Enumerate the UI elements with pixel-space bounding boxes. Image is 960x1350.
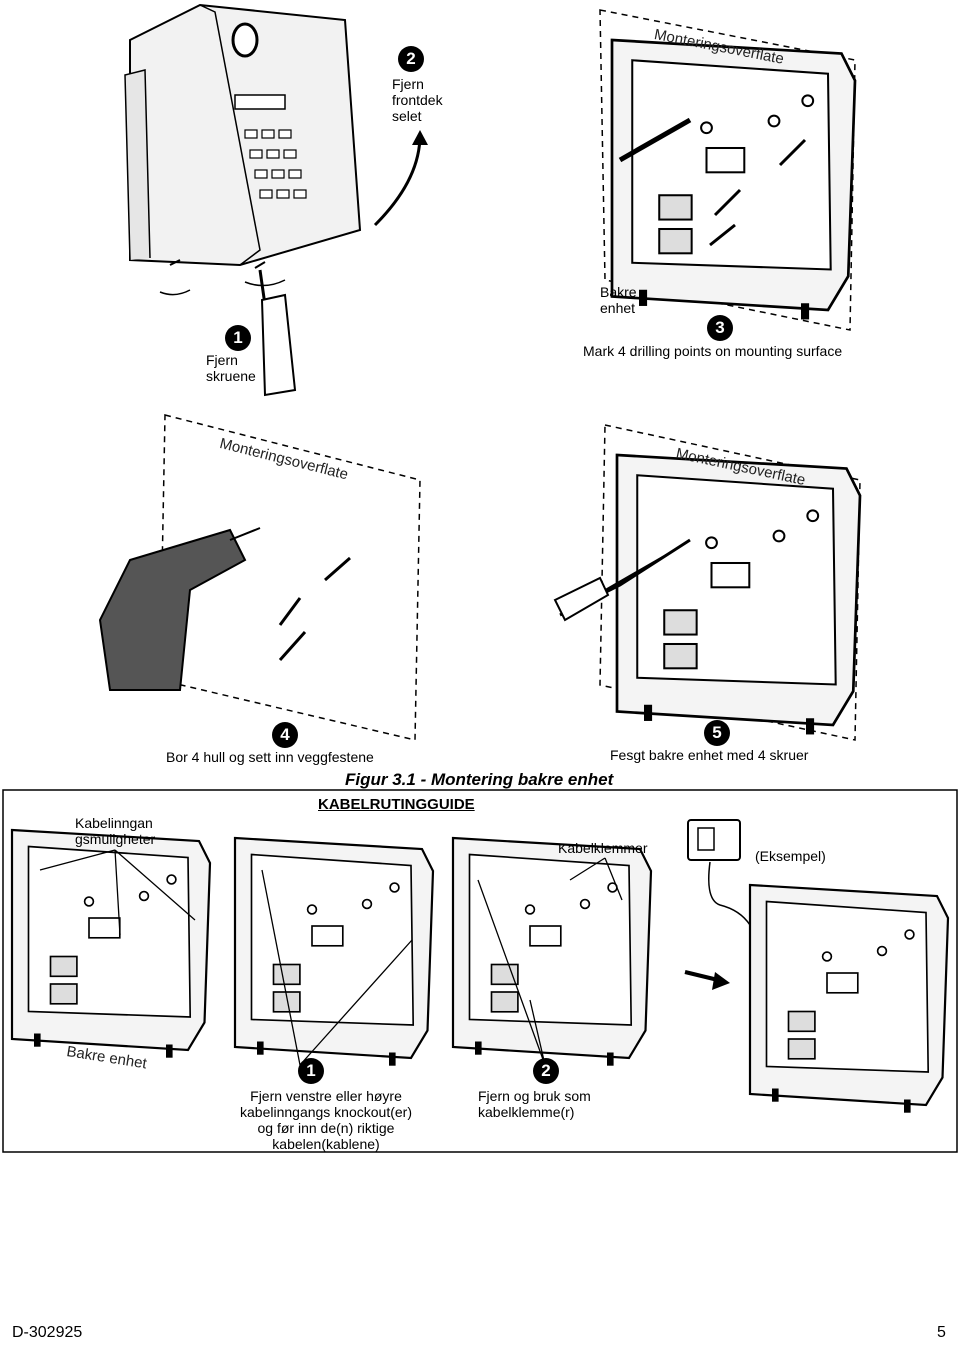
- step-2-line-2: frontdek: [392, 92, 443, 108]
- note-2-text: Fjern og bruk som kabelklemme(r): [478, 1088, 591, 1120]
- note-2-line-2: kabelklemme(r): [478, 1104, 575, 1120]
- surface-top-right: [599, 9, 857, 331]
- step-2-label: Fjern frontdek selet: [392, 76, 443, 124]
- guide-plate-3: [451, 836, 653, 1067]
- note-1-line-2: kabelinngangs knockout(er): [240, 1104, 412, 1120]
- note-1-line-3: og før inn de(n) riktige: [257, 1120, 395, 1136]
- rear-unit-line-2: enhet: [600, 300, 636, 316]
- step-4-label: Bor 4 hull og sett inn veggfestene: [166, 749, 374, 765]
- note-1-line-4: kabelen(kablene): [272, 1136, 380, 1152]
- step-5-label: Fesgt bakre enhet med 4 skruer: [610, 747, 809, 763]
- clamps-label: Kabelklemmer: [558, 840, 648, 856]
- example-label: (Eksempel): [755, 848, 826, 864]
- doc-id: D-302925: [12, 1324, 83, 1341]
- guide-plate-4: [748, 883, 950, 1114]
- step-2-badge: 2: [398, 46, 424, 72]
- rear-unit-line-1: Bakre: [600, 284, 637, 300]
- pointer-lines: [39, 849, 623, 1066]
- step-3-badge: 3: [707, 315, 733, 341]
- step-1-line-1: Fjern: [206, 352, 238, 368]
- note-1-text: Fjern venstre eller høyre kabelinngangs …: [226, 1088, 426, 1152]
- guide-title: KABELRUTINGGUIDE: [318, 796, 475, 813]
- note-1-line-1: Fjern venstre eller høyre: [250, 1088, 402, 1104]
- page-number: 5: [937, 1324, 946, 1341]
- guide-plate-2: [233, 836, 435, 1067]
- step-1-line-2: skruene: [206, 368, 256, 384]
- step-5-badge: 5: [704, 720, 730, 746]
- note-2-line-1: Fjern og bruk som: [478, 1088, 591, 1104]
- step-1-label: Fjern skruene: [206, 352, 256, 384]
- note-2-badge: 2: [533, 1058, 559, 1084]
- rear-unit-label: Bakre enhet: [600, 284, 637, 316]
- guide-frame: [2, 789, 958, 1153]
- cable-entry-line-2: gsmuligheter: [75, 831, 156, 847]
- cable-entry-label: Kabelinngan gsmuligheter: [75, 815, 155, 847]
- step-4-badge: 4: [272, 722, 298, 748]
- surface-middle-right: [553, 424, 862, 741]
- step-3-label: Mark 4 drilling points on mounting surfa…: [583, 343, 843, 359]
- step-2-line-1: Fjern: [392, 76, 424, 92]
- adapter-icon: [687, 819, 751, 926]
- figure-caption: Figur 3.1 - Montering bakre enhet: [345, 770, 614, 789]
- keypad-unit: [124, 3, 428, 296]
- cable-entry-line-1: Kabelinngan: [75, 815, 153, 831]
- step-2-line-3: selet: [392, 108, 422, 124]
- guide-plate-1: [10, 828, 212, 1059]
- arrow-icon: [684, 970, 719, 982]
- surface-middle-left: [98, 414, 421, 741]
- step-1-badge: 1: [225, 325, 251, 351]
- screwdriver-hand: [258, 269, 297, 397]
- note-1-badge: 1: [298, 1058, 324, 1084]
